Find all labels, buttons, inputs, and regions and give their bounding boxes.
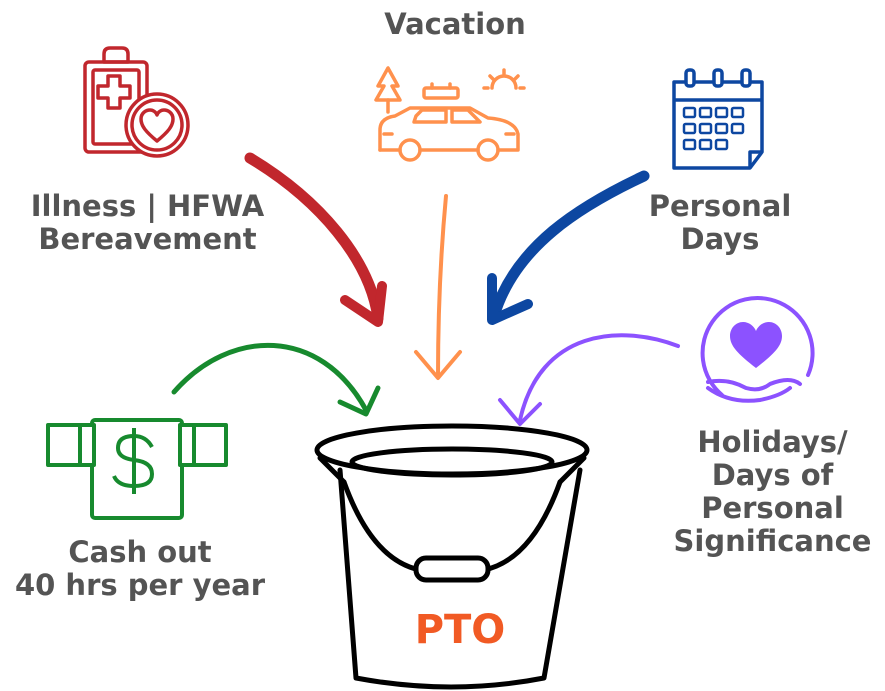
vacation-arrow <box>414 194 462 380</box>
calendar-icon <box>672 68 764 170</box>
illness-label-line-1: Illness | HFWA <box>30 189 265 223</box>
illness-label-line-2: Bereavement <box>38 222 257 256</box>
holidays-label-line-3: Personal <box>701 491 844 525</box>
heart-in-hand-icon <box>700 296 815 403</box>
dollar-bill-icon <box>46 418 228 520</box>
holidays-label-line-4: Significance <box>673 524 872 558</box>
personal-days-label: Personal Days <box>610 190 830 256</box>
cash-out-label-line-1: Cash out <box>68 535 212 569</box>
illness-label: Illness | HFWA Bereavement <box>0 190 295 256</box>
personal-arrow <box>487 170 650 325</box>
personal-label-line-2: Days <box>680 222 760 256</box>
cash-out-label: Cash out 40 hrs per year <box>0 536 280 602</box>
cash-out-arrow <box>171 342 381 417</box>
vacation-label: Vacation <box>384 7 526 41</box>
illness-arrow <box>244 152 387 327</box>
medical-clipboard-heart-icon <box>83 46 190 158</box>
holidays-arrow <box>498 333 680 426</box>
bucket-icon <box>314 423 590 690</box>
holidays-label-line-2: Days of <box>711 458 834 492</box>
pto-label: PTO <box>414 607 506 653</box>
holidays-label: Holidays/ Days of Personal Significance <box>655 426 885 558</box>
personal-label-line-1: Personal <box>648 189 792 223</box>
holidays-label-line-1: Holidays/ <box>697 425 848 459</box>
cash-out-label-line-2: 40 hrs per year <box>14 568 266 602</box>
car-trip-icon <box>374 66 526 162</box>
